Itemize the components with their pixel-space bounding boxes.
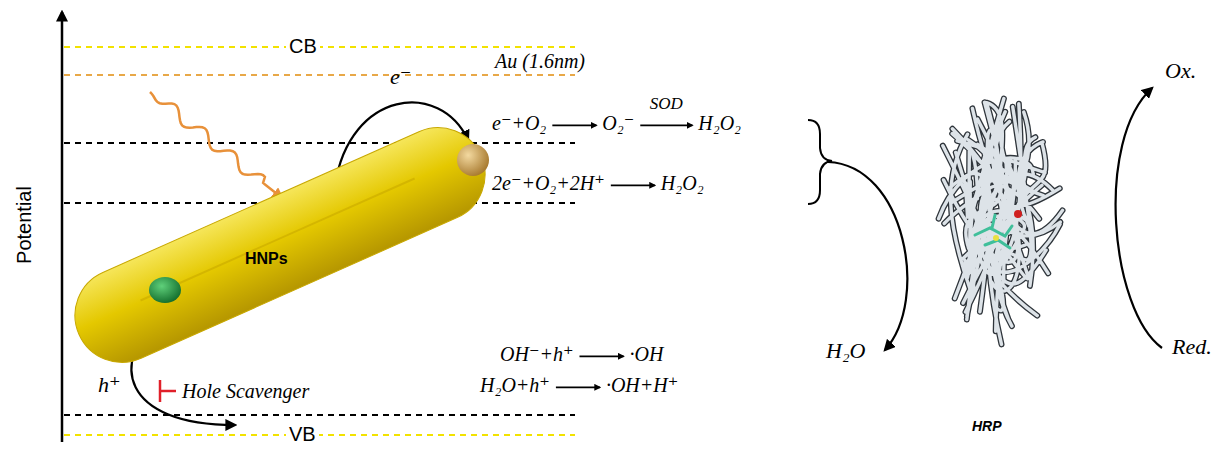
- reaction-arrow: [640, 125, 692, 127]
- reaction-term: ·OH+H⁺: [606, 374, 678, 397]
- light-wave: [150, 92, 282, 198]
- hrp-protein: [939, 99, 1063, 345]
- product-label: H₂O: [826, 338, 865, 363]
- reaction-term: H₂O₂: [698, 112, 741, 135]
- carrier-label: h⁺: [98, 372, 121, 397]
- reaction-term: SOD: [650, 94, 683, 114]
- band-label: VB: [286, 423, 319, 446]
- oxidation-arrow: [1116, 88, 1162, 348]
- nanorod: HNPs: [70, 120, 500, 360]
- scavenger-label: Hole Scavenger: [182, 380, 309, 403]
- axis-label: Potential: [13, 186, 36, 264]
- reaction-term: H₂O₂: [661, 172, 704, 195]
- reaction-arrow: [611, 185, 655, 187]
- reaction-term: e⁻+O₂: [492, 112, 546, 135]
- inhibitor-symbol: [160, 380, 176, 402]
- carrier-label: e⁻: [390, 64, 411, 89]
- level-label: Au (1.6nm): [495, 50, 585, 73]
- nanorod-shape: [70, 120, 500, 360]
- substrate-label: Red.: [1172, 334, 1212, 359]
- node-text: HNPs: [245, 250, 288, 268]
- reaction-arrow: [552, 125, 596, 127]
- reaction-arrow: [580, 356, 624, 358]
- potential-axis: [61, 12, 64, 442]
- reaction-term: 2e⁻+O₂+2H⁺: [492, 172, 605, 195]
- reaction-term: H₂O+h⁺: [480, 374, 550, 397]
- band-label: CB: [286, 35, 320, 58]
- reduction-arrow: [828, 162, 907, 350]
- reaction-term: ·OH: [630, 343, 664, 366]
- reaction-arrow: [556, 387, 600, 389]
- product-label: Ox.: [1165, 58, 1196, 83]
- reaction-term: O₂⁻: [602, 112, 634, 135]
- enzyme-label: HRP: [972, 418, 1002, 434]
- reaction-term: OH⁻+h⁺: [500, 343, 574, 366]
